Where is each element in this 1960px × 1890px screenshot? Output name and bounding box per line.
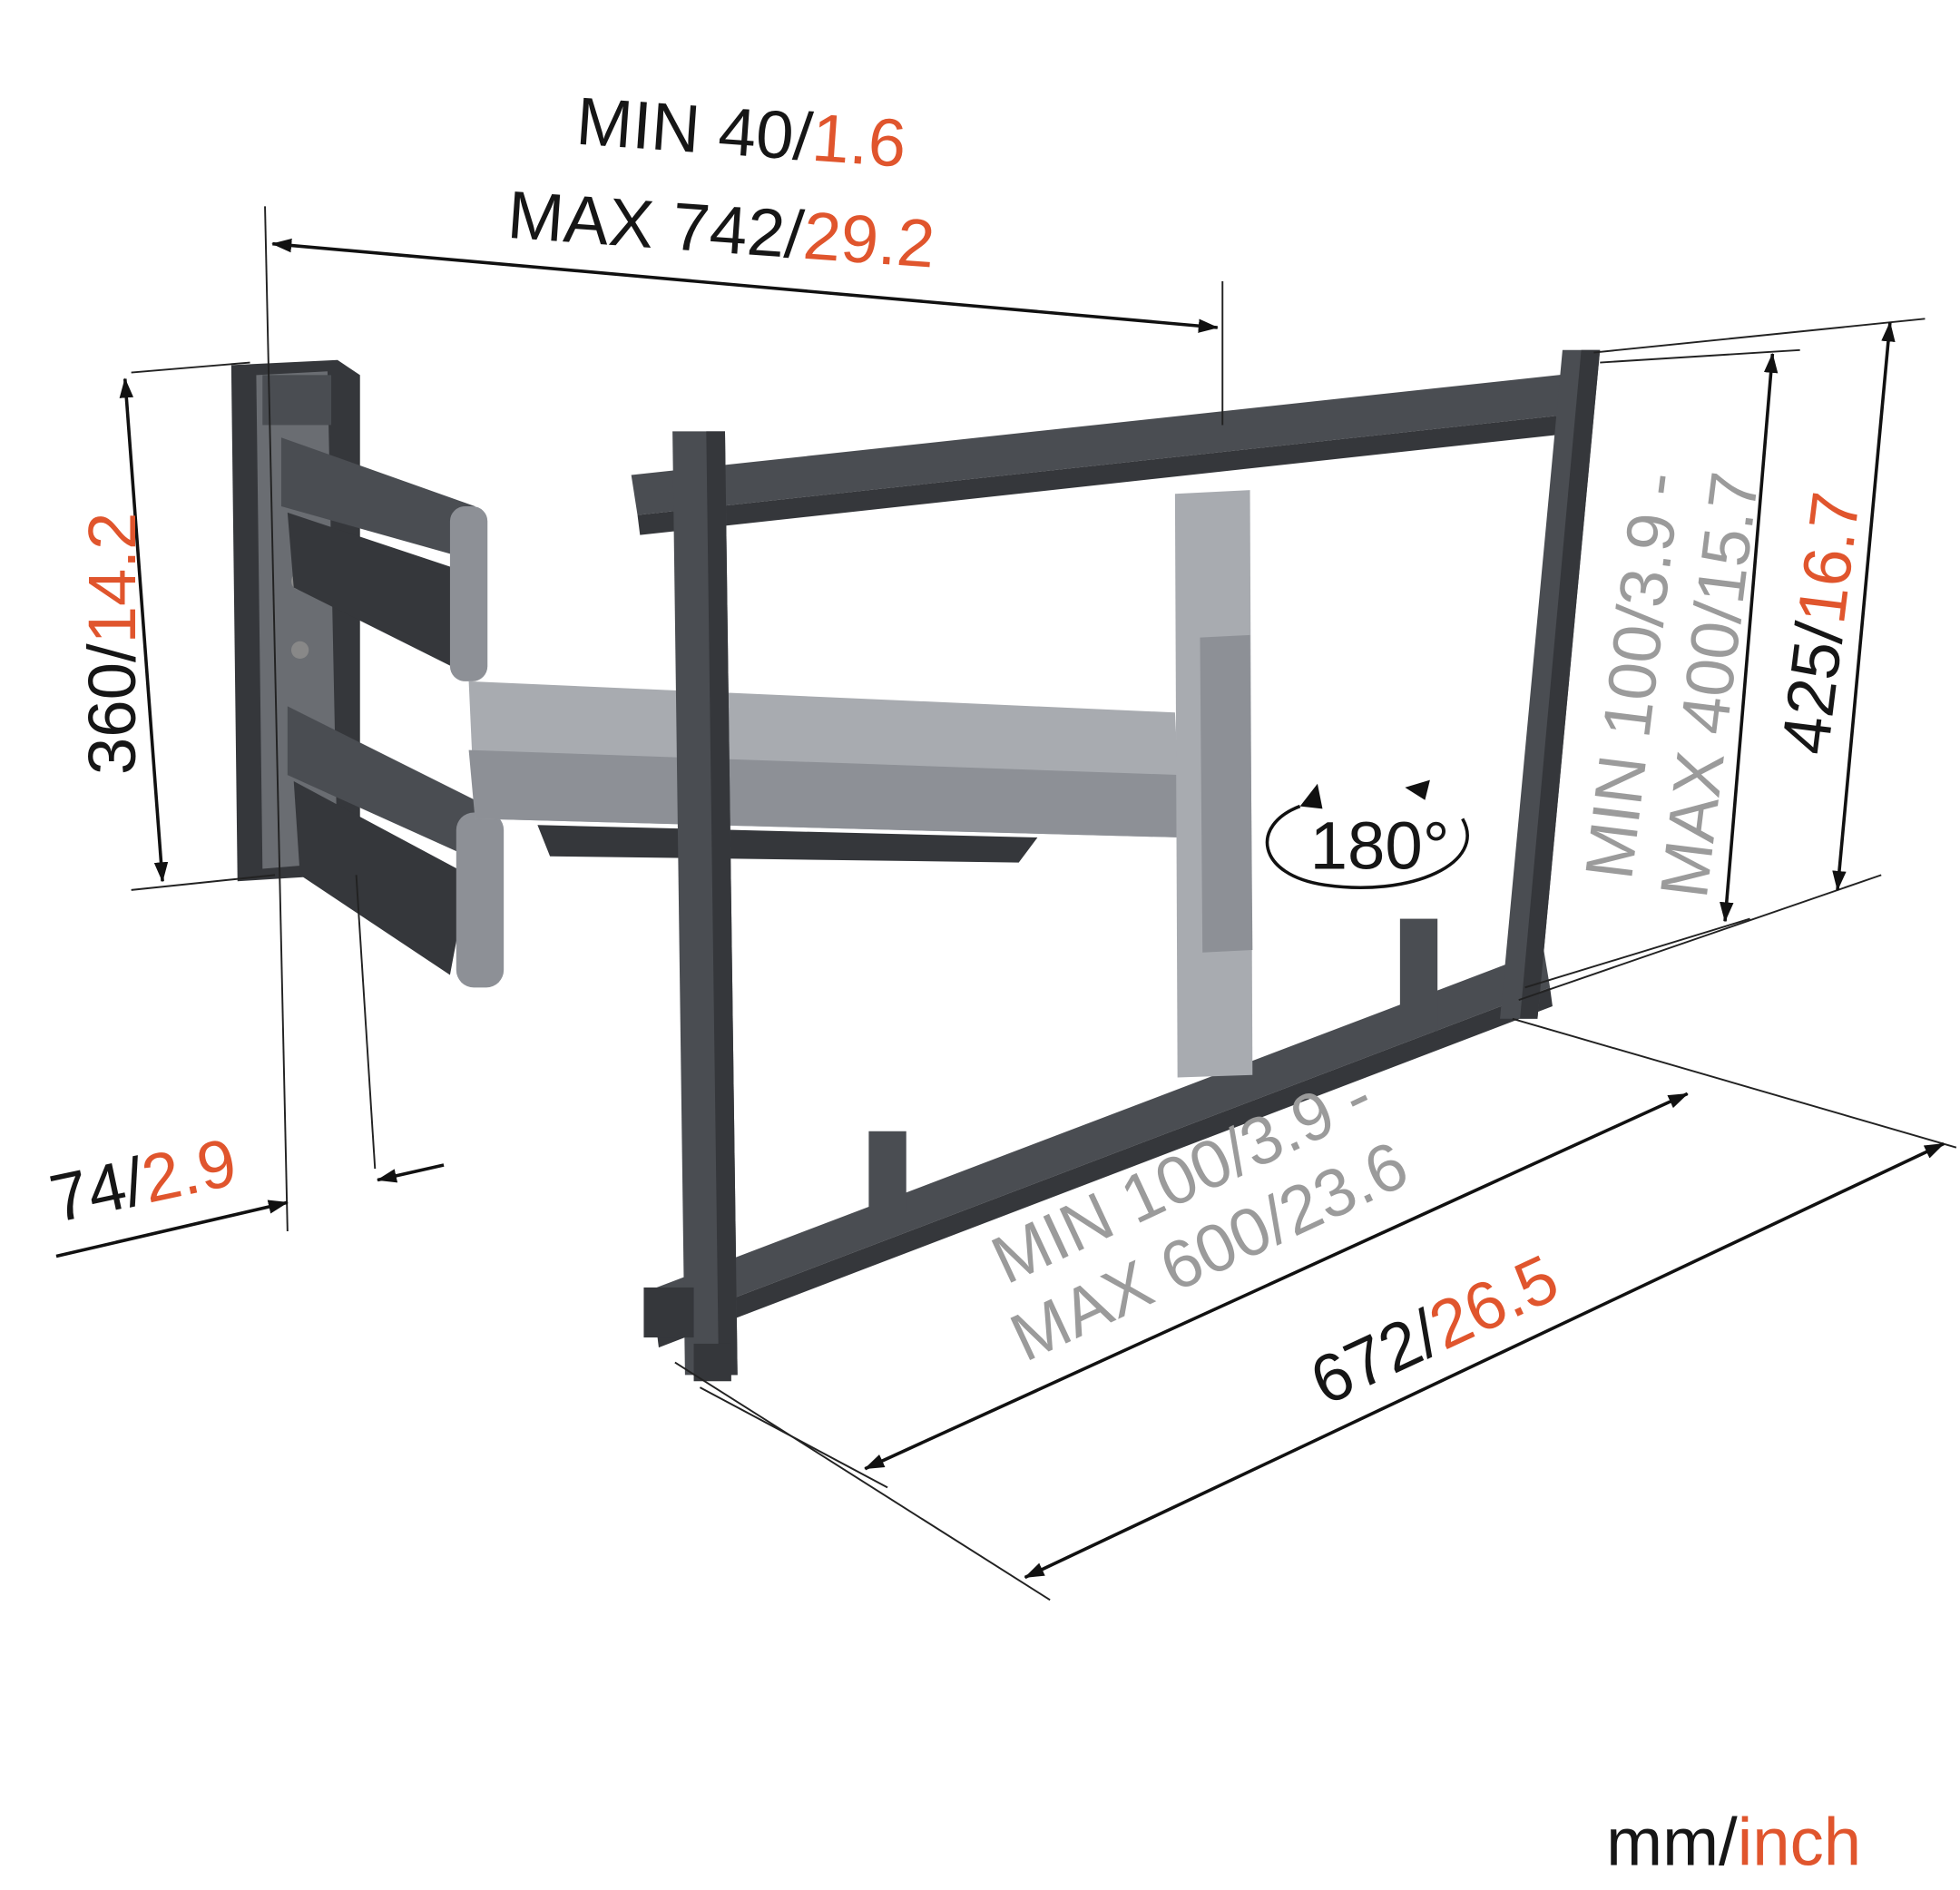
units-label: mm/inch: [1606, 1804, 1861, 1879]
dimension-arrows: [55, 238, 1945, 1580]
swing-arms: [280, 437, 1181, 988]
extension-lines: [131, 206, 1957, 1601]
rotation-label: 180°: [1310, 808, 1450, 883]
frame-height-label: 425/16.7: [1767, 488, 1874, 758]
arm-extension-min: MIN 40/1.6: [574, 83, 909, 181]
wall-plate-height-label: 360/14.2: [74, 513, 150, 776]
frame-width-label: 672/26.5: [1299, 1240, 1569, 1420]
rotation-indicator: 180°: [1265, 779, 1469, 889]
arm-extension-max: MAX 742/29.2: [505, 177, 937, 282]
